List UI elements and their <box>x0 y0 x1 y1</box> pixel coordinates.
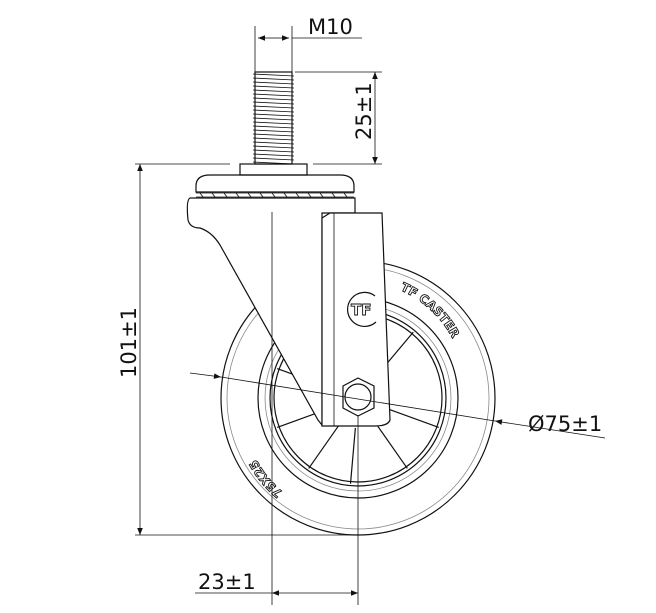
height-dimension: 101±1 <box>117 163 360 536</box>
svg-text:25±1: 25±1 <box>352 82 376 140</box>
offset-dimension: 23±1 <box>195 570 358 596</box>
svg-text:Ø75±1: Ø75±1 <box>528 412 602 436</box>
threaded-stem <box>252 71 295 165</box>
svg-text:23±1: 23±1 <box>198 570 256 594</box>
stem-length-dimension: 25±1 <box>295 71 382 165</box>
tf-logo: TF <box>346 291 377 327</box>
top-plate <box>195 174 355 193</box>
svg-text:101±1: 101±1 <box>117 307 141 378</box>
svg-text:TF: TF <box>351 301 371 319</box>
fork-leg <box>321 212 391 427</box>
thread-dimension: M10 <box>254 15 362 72</box>
svg-text:M10: M10 <box>308 15 353 39</box>
diameter-dimension: Ø75±1 <box>189 372 606 439</box>
washer <box>239 163 308 176</box>
bearing-balls <box>196 192 354 198</box>
wheel-size-marking: 75X25 <box>247 458 285 501</box>
fork-arm <box>186 197 356 427</box>
